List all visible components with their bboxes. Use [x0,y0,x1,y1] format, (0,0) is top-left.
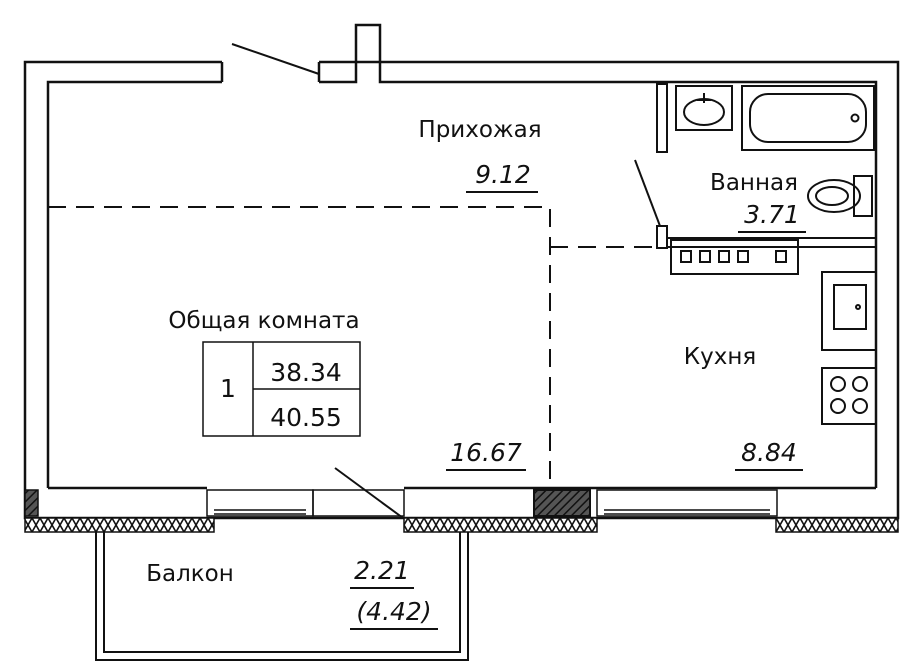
balcony-door-opening [312,489,405,517]
bathroom-walls [656,83,876,249]
living-room-label: Общая комната [168,308,359,334]
bathroom-door [634,159,661,227]
bathtub-icon [741,85,875,151]
entrance-door [231,43,320,75]
kitchen-label: Кухня [684,344,756,370]
hallway-area: 9.12 [475,160,531,189]
area-summary-box [202,341,361,437]
zone-dividers [48,206,660,490]
balcony-door [334,467,404,519]
kitchen-area: 8.84 [741,438,797,467]
stove-icon [821,367,877,425]
living-area-value: 38.34 [270,358,342,387]
bottom-wall-hatch [24,489,899,533]
living-room-area: 16.67 [450,438,522,467]
kitchen-counter-icon [670,239,799,275]
balcony-area: 2.21 [354,556,410,585]
balcony-outline [95,532,469,661]
total-area-value: 40.55 [270,403,342,432]
window-living [206,489,314,517]
balcony-area-full: (4.42) [356,597,431,626]
bathroom-area: 3.71 [744,200,800,229]
toilet-icon [807,175,873,217]
rooms-count: 1 [220,374,236,403]
bathroom-label: Ванная [710,170,798,196]
kitchen-sink-icon [821,271,877,351]
hallway-label: Прихожая [418,117,541,143]
bathroom-sink-icon [675,85,733,131]
window-kitchen [596,489,778,517]
balcony-label: Балкон [146,561,234,587]
